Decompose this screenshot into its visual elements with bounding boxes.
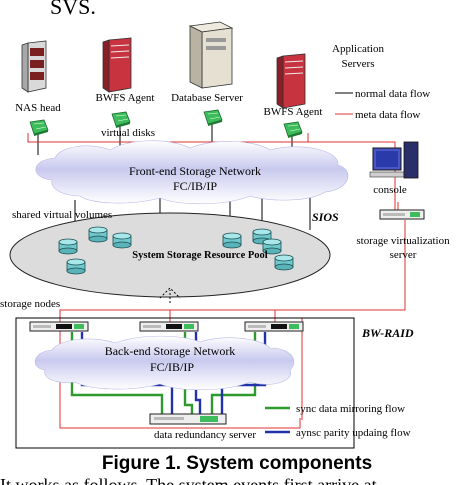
- bw-raid-boundary: [15, 317, 355, 449]
- database-switch-icon: [203, 109, 223, 127]
- page-top-fragment: SVS.: [50, 0, 96, 19]
- bwfs-agent-right-server-icon: [276, 53, 306, 109]
- bwfs-agent-left-label: BWFS Agent: [96, 92, 155, 104]
- database-server-icon: [188, 21, 234, 89]
- storage-node-rack-icon: [29, 321, 89, 332]
- pool-arrow-icon: [159, 287, 181, 303]
- pool-disk-icon: [222, 232, 242, 249]
- application-servers-subtitle: Servers: [342, 58, 375, 70]
- figure-caption: Figure 1. System components: [102, 453, 372, 474]
- pool-disk-icon: [66, 258, 86, 275]
- virtual-disks-label: virtual disks: [101, 127, 155, 139]
- page-bottom-fragment: It works as follows. The system events f…: [0, 475, 377, 485]
- legend-normal-label: normal data flow: [355, 88, 430, 100]
- backend-network-title: Back-end Storage Network: [105, 344, 236, 358]
- nas-switch-icon: [29, 119, 49, 137]
- pool-disk-icon: [112, 232, 132, 249]
- storage-node-rack-icon: [139, 321, 199, 332]
- console-label: console: [373, 184, 407, 196]
- pool-disk-icon: [88, 226, 108, 243]
- nas-head-server-icon: [21, 40, 47, 93]
- sios-label: SIOS: [312, 210, 339, 224]
- legend-meta-label: meta data flow: [355, 109, 420, 121]
- data-redundancy-server-icon: [149, 413, 227, 425]
- shared-virtual-volumes-label: shared virtual volumes: [12, 209, 112, 221]
- backend-network-protocols: FC/IB/IP: [150, 360, 194, 374]
- frontend-network-title: Front-end Storage Network: [129, 164, 261, 178]
- bwfs-right-switch-icon: [283, 121, 303, 139]
- frontend-network-cloud-icon: [35, 140, 349, 205]
- legend-async-label: aynsc parity updaing flow: [296, 427, 411, 439]
- application-servers-title: Application: [332, 43, 384, 55]
- bwfs-left-switch-icon: [111, 111, 131, 129]
- pool-disk-icon: [274, 254, 294, 271]
- bwfs-agent-right-label: BWFS Agent: [264, 106, 323, 118]
- storage-node-rack-icon: [244, 321, 304, 332]
- data-redundancy-server-label: data redundancy server: [154, 429, 256, 441]
- storage-virtualization-title: storage virtualization: [356, 235, 450, 247]
- storage-virtualization-server-icon: [379, 209, 425, 220]
- storage-virtualization-subtitle: server: [390, 249, 417, 261]
- storage-nodes-label: storage nodes: [0, 298, 60, 310]
- pool-disk-icon: [58, 238, 78, 255]
- console-computer-icon: [369, 141, 419, 179]
- backend-network-cloud-icon: [35, 335, 295, 391]
- frontend-network-protocols: FC/IB/IP: [173, 179, 217, 193]
- nas-head-label: NAS head: [15, 102, 61, 114]
- bwfs-agent-left-server-icon: [102, 37, 132, 93]
- storage-pool-label: System Storage Resource Pool: [132, 250, 267, 261]
- legend-sync-label: sync data mirroring flow: [296, 403, 405, 415]
- database-server-label: Database Server: [171, 92, 243, 104]
- bw-raid-label: BW-RAID: [361, 326, 414, 340]
